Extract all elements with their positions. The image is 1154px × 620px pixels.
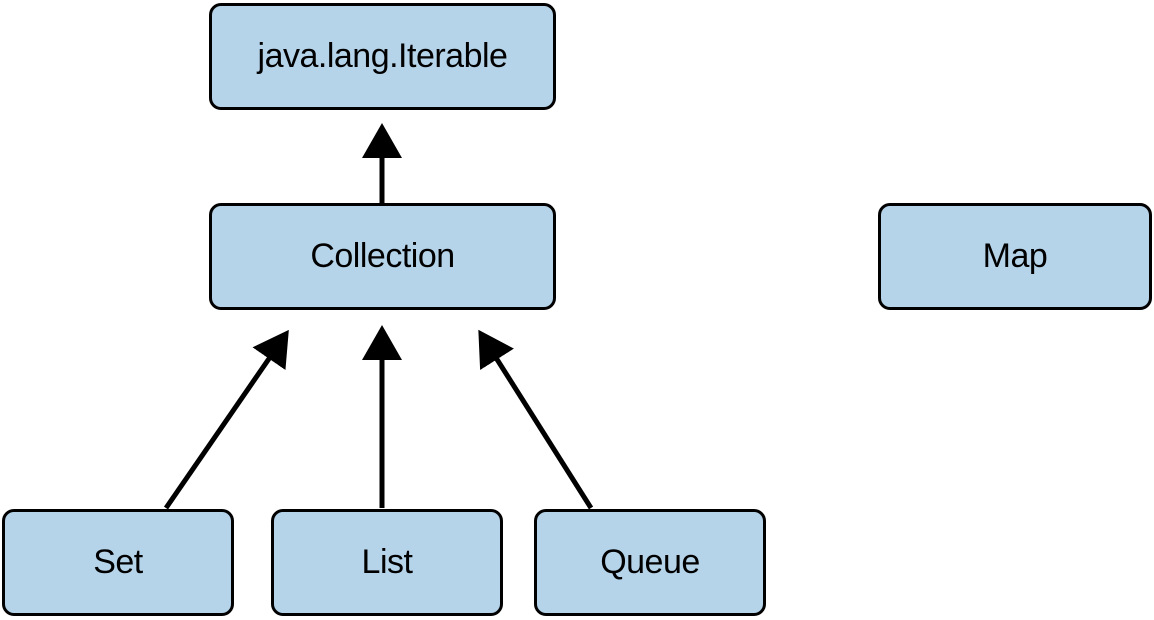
list-label: List (361, 543, 413, 581)
list-node: List (271, 509, 503, 616)
collection-node: Collection (209, 203, 556, 310)
queue-node: Queue (534, 509, 766, 616)
set-label: Set (93, 543, 143, 581)
iterable-label: java.lang.Iterable (257, 37, 508, 75)
queue-label: Queue (600, 543, 700, 581)
map-node: Map (878, 203, 1152, 310)
arrow-set-to-collection (163, 329, 289, 510)
arrow-queue-to-collection (478, 329, 594, 510)
iterable-node: java.lang.Iterable (209, 3, 556, 110)
set-node: Set (2, 509, 234, 616)
collection-label: Collection (310, 237, 455, 275)
map-label: Map (982, 237, 1048, 275)
